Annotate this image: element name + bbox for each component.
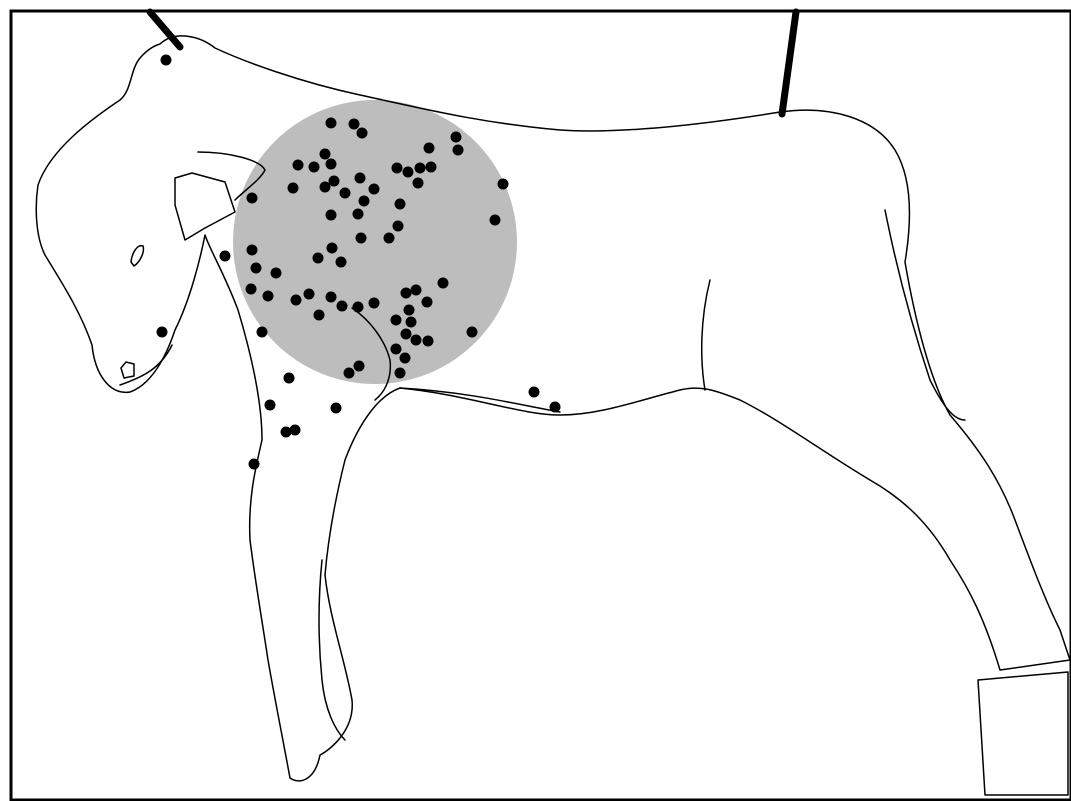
observation-point — [391, 315, 402, 326]
observation-point — [384, 233, 395, 244]
observation-point — [422, 297, 433, 308]
observation-point — [411, 335, 422, 346]
observation-point — [550, 402, 561, 413]
lamb-eye-outline — [131, 246, 143, 266]
observation-point — [288, 183, 299, 194]
lamb-mouth-line — [120, 345, 172, 385]
observation-point — [304, 289, 315, 300]
observation-point — [344, 368, 355, 379]
observation-point — [257, 327, 268, 338]
observation-point — [438, 278, 449, 289]
observation-point — [369, 298, 380, 309]
observation-point — [490, 215, 501, 226]
back-strap — [782, 12, 796, 114]
observation-point — [291, 295, 302, 306]
observation-point — [498, 179, 509, 190]
observation-point — [411, 285, 422, 296]
observation-point — [309, 162, 320, 173]
observation-point — [357, 128, 368, 139]
observation-point — [247, 245, 258, 256]
observation-point — [161, 55, 172, 66]
observation-point — [401, 288, 412, 299]
observation-point — [349, 119, 360, 130]
observation-point — [326, 118, 337, 129]
shaded-zone — [233, 100, 517, 384]
observation-point — [415, 163, 426, 174]
observation-point — [337, 301, 348, 312]
observation-point — [331, 403, 342, 414]
lamb-nostril-outline — [121, 362, 134, 378]
observation-point — [293, 160, 304, 171]
observation-point — [220, 251, 231, 262]
observation-point — [403, 167, 414, 178]
observation-point — [424, 143, 435, 154]
neck-strap — [150, 12, 180, 47]
observation-point — [453, 145, 464, 156]
observation-point — [353, 209, 364, 220]
observation-point — [529, 387, 540, 398]
observation-point — [426, 162, 437, 173]
observation-point — [313, 253, 324, 264]
observation-point — [251, 263, 262, 274]
stand-block — [978, 672, 1068, 795]
observation-point — [249, 459, 260, 470]
observation-point — [451, 132, 462, 143]
observation-point — [290, 425, 301, 436]
observation-point — [314, 310, 325, 321]
observation-point — [327, 243, 338, 254]
observation-point — [320, 182, 331, 193]
observation-point — [423, 336, 434, 347]
observation-point — [467, 327, 478, 338]
observation-point — [406, 317, 417, 328]
observation-point — [355, 173, 366, 184]
observation-point — [413, 178, 424, 189]
observation-point — [271, 268, 282, 279]
observation-point — [320, 149, 331, 160]
observation-point — [336, 257, 347, 268]
observation-point — [247, 193, 258, 204]
observation-point — [395, 368, 406, 379]
observation-point — [353, 302, 364, 313]
figure-frame — [11, 11, 1071, 800]
lamb-hindleg-inner-line — [885, 210, 965, 420]
observation-point — [157, 327, 168, 338]
observation-point — [359, 196, 370, 207]
observation-point — [369, 184, 380, 195]
observation-point — [401, 329, 412, 340]
observation-point — [284, 373, 295, 384]
observation-point — [391, 344, 402, 355]
lamb-ear-outline — [175, 173, 235, 240]
observation-point — [326, 210, 337, 221]
lamb-stifle-line — [702, 280, 710, 390]
observation-point — [392, 163, 403, 174]
observation-point — [265, 400, 276, 411]
observation-point — [354, 361, 365, 372]
observation-point — [263, 291, 274, 302]
observation-point — [356, 233, 367, 244]
observation-point — [404, 305, 415, 316]
observation-point — [395, 199, 406, 210]
observation-point — [400, 353, 411, 364]
observation-point — [246, 284, 257, 295]
observation-point — [340, 188, 351, 199]
observation-point — [393, 221, 404, 232]
observation-point — [329, 176, 340, 187]
observation-point — [326, 159, 337, 170]
observation-point — [326, 292, 337, 303]
